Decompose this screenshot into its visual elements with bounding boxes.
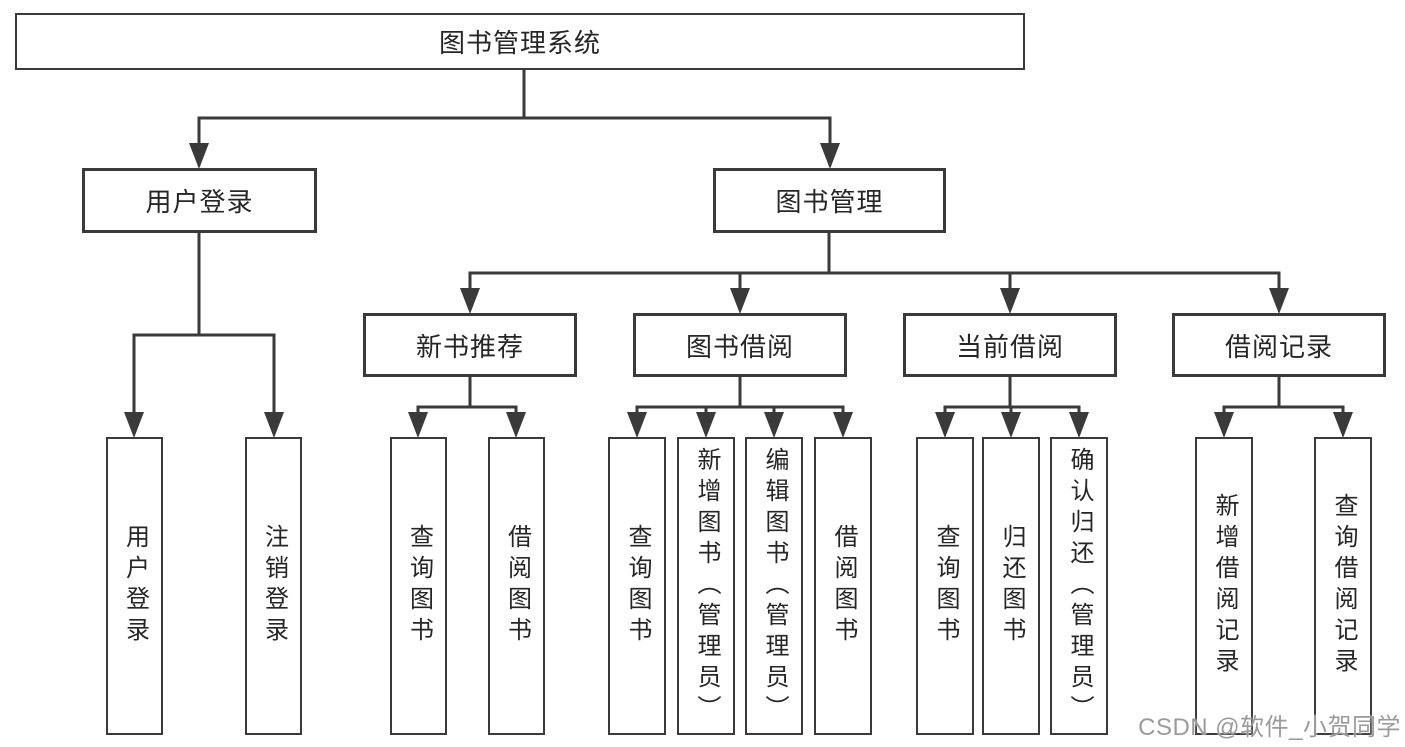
- leaf-nbr-query-books-label: 查询图书: [405, 524, 433, 648]
- leaf-nbr-query-books: 查询图书: [390, 437, 447, 735]
- leaf-cb-return-books-label: 归还图书: [998, 524, 1025, 648]
- leaf-user-login: 用户登录: [106, 437, 163, 735]
- node-new-book-recommendation: 新书推荐: [363, 313, 577, 377]
- leaf-nbr-borrow-books-label: 借阅图书: [503, 524, 531, 648]
- node-user-login: 用户登录: [82, 168, 317, 233]
- leaf-cb-query-books: 查询图书: [916, 437, 974, 735]
- leaf-cb-return-books: 归还图书: [982, 437, 1040, 735]
- leaf-bb-add-books-admin-label: 新增图书（管理员）: [693, 446, 720, 726]
- leaf-cb-confirm-return-admin-label: 确认归还（管理员）: [1066, 446, 1093, 726]
- leaf-br-query-borrow-record: 查询借阅记录: [1314, 437, 1372, 735]
- leaf-nbr-borrow-books: 借阅图书: [488, 437, 545, 735]
- leaf-user-login-label: 用户登录: [121, 524, 149, 648]
- leaf-bb-edit-books-admin: 编辑图书（管理员）: [745, 437, 803, 735]
- node-book-borrowing: 图书借阅: [633, 313, 847, 377]
- leaf-bb-borrow-books-label: 借阅图书: [830, 524, 857, 648]
- connector-lines: [132, 70, 1345, 433]
- leaf-bb-edit-books-admin-label: 编辑图书（管理员）: [761, 446, 788, 726]
- leaf-logout-login-label: 注销登录: [260, 524, 288, 648]
- leaf-bb-add-books-admin: 新增图书（管理员）: [677, 437, 735, 735]
- node-book-management: 图书管理: [713, 168, 946, 233]
- leaf-br-add-borrow-record-label: 新增借阅记录: [1211, 493, 1238, 679]
- watermark: CSDN @软件_小贺同学: [1138, 714, 1401, 741]
- leaf-cb-query-books-label: 查询图书: [932, 524, 959, 648]
- leaf-bb-query-books: 查询图书: [608, 437, 666, 735]
- node-root-system: 图书管理系统: [15, 13, 1025, 70]
- node-borrowing-records: 借阅记录: [1172, 313, 1386, 377]
- node-current-borrowing: 当前借阅: [903, 313, 1117, 377]
- leaf-br-query-borrow-record-label: 查询借阅记录: [1330, 493, 1357, 679]
- leaf-br-add-borrow-record: 新增借阅记录: [1195, 437, 1253, 735]
- leaf-bb-query-books-label: 查询图书: [624, 524, 651, 648]
- leaf-cb-confirm-return-admin: 确认归还（管理员）: [1050, 437, 1108, 735]
- leaf-bb-borrow-books: 借阅图书: [814, 437, 872, 735]
- leaf-logout-login: 注销登录: [245, 437, 302, 735]
